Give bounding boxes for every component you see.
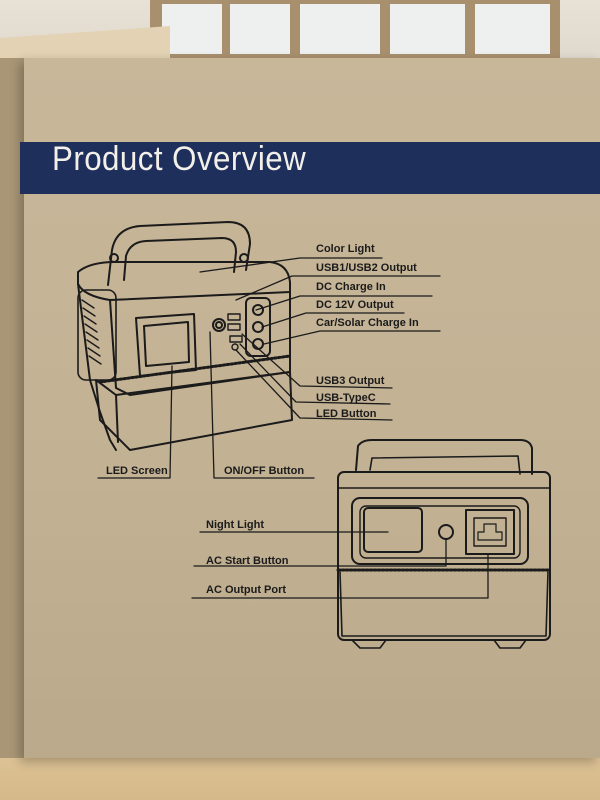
label-dc-charge-in: DC Charge In	[316, 281, 386, 293]
back-panel-outer	[351, 497, 529, 565]
ac-start-button	[438, 524, 454, 540]
night-light-window	[363, 507, 423, 553]
label-led-screen: LED Screen	[106, 465, 168, 477]
label-ac-start-button: AC Start Button	[206, 555, 289, 567]
leader-lines-back	[191, 531, 489, 599]
label-usb-typec: USB-TypeC	[316, 392, 376, 404]
on-off-button	[212, 318, 226, 332]
window-pane	[162, 4, 222, 54]
label-on-off-button: ON/OFF Button	[224, 465, 305, 477]
back-body	[337, 471, 551, 641]
front-unit-illustration	[77, 221, 293, 451]
window-pane	[475, 4, 550, 54]
window-pane	[390, 4, 465, 54]
window-pane	[300, 4, 380, 54]
label-usb1-usb2-output: USB1/USB2 Output	[316, 262, 417, 274]
ac-output-port	[465, 509, 515, 555]
background-window	[150, 0, 560, 62]
window-pane	[230, 4, 290, 54]
box-title: Product Overview	[52, 140, 307, 178]
dc-port-panel	[245, 297, 271, 357]
label-color-light: Color Light	[316, 243, 375, 255]
label-car-solar-charge-in: Car/Solar Charge In	[316, 317, 419, 329]
label-usb3-output: USB3 Output	[316, 375, 385, 387]
label-led-button: LED Button	[316, 408, 377, 420]
front-panel	[109, 291, 291, 396]
handle-outline	[107, 221, 251, 286]
label-night-light: Night Light	[206, 519, 265, 531]
label-ac-output-port: AC Output Port	[206, 584, 287, 596]
back-unit-illustration	[336, 439, 552, 649]
label-dc-12v-output: DC 12V Output	[316, 299, 394, 311]
title-band	[20, 142, 600, 194]
lower-body	[95, 371, 293, 451]
top-lid	[77, 261, 291, 301]
back-handle	[355, 439, 533, 475]
leader-lines-front	[97, 257, 441, 479]
